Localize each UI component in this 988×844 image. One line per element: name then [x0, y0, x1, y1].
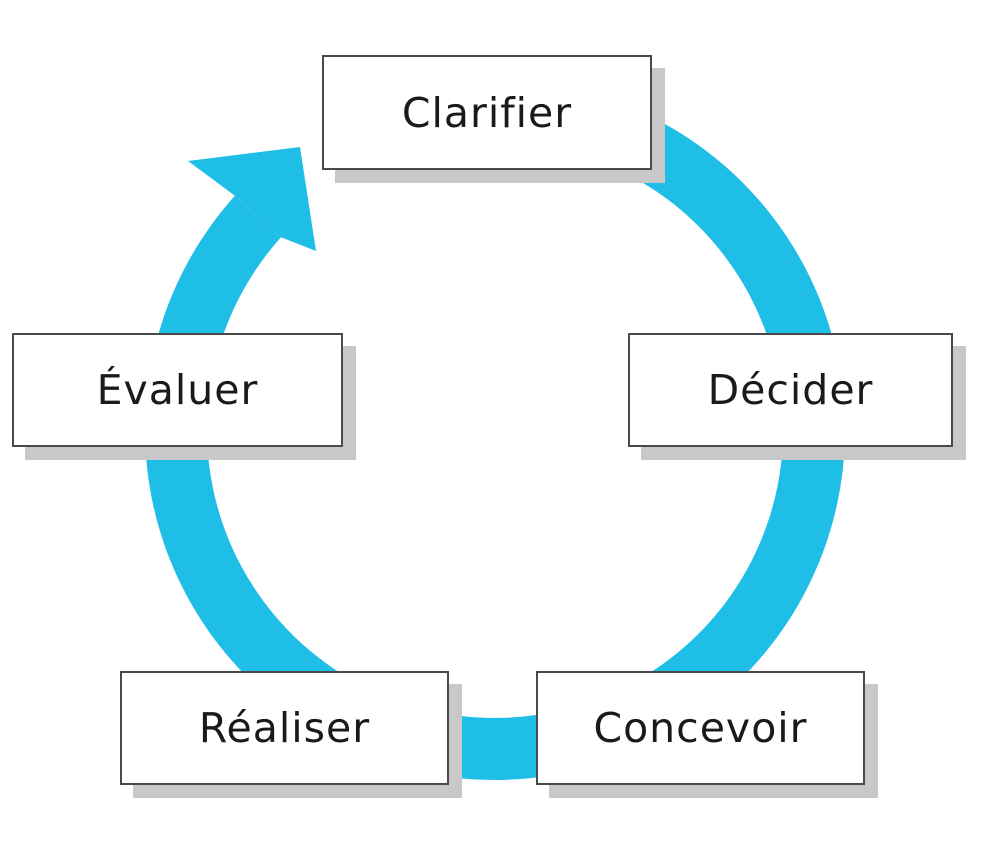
step-box-realiser: Réaliser [120, 671, 449, 785]
step-label-decider: Décider [707, 366, 874, 414]
arrowhead-icon [188, 147, 316, 251]
step-box-clarifier: Clarifier [322, 55, 652, 170]
step-box-evaluer: Évaluer [12, 333, 343, 447]
step-label-evaluer: Évaluer [96, 366, 259, 414]
step-label-realiser: Réaliser [198, 704, 371, 752]
step-box-decider: Décider [628, 333, 953, 447]
step-box-concevoir: Concevoir [536, 671, 865, 785]
cycle-arrow-ring [145, 81, 846, 780]
step-label-clarifier: Clarifier [401, 88, 573, 137]
step-label-concevoir: Concevoir [593, 704, 808, 752]
